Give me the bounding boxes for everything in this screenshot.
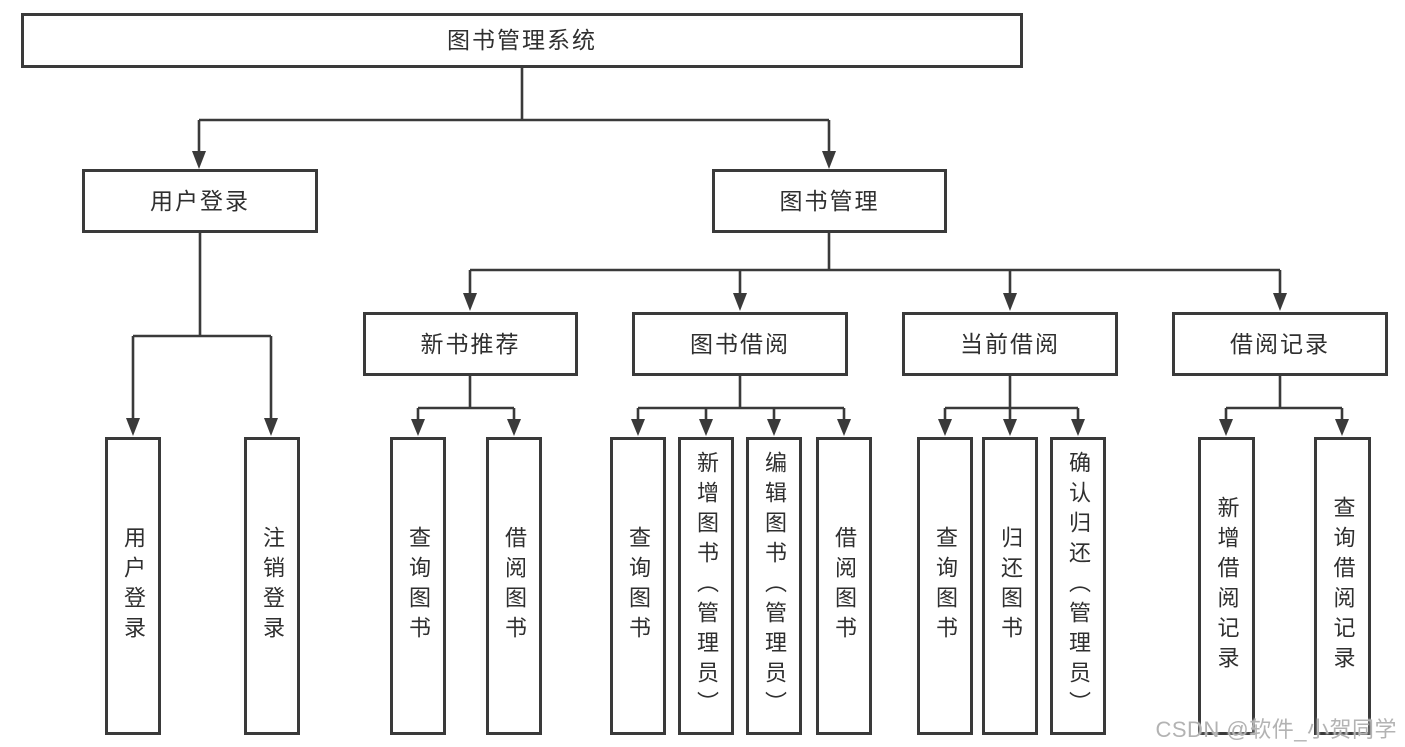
leaf-label: 编辑图书（管理员）	[762, 451, 787, 721]
leaf-label: 查询图书	[626, 526, 651, 646]
leaf-query-books-recommend: 查询图书	[390, 437, 446, 735]
node-label: 图书管理系统	[447, 27, 597, 53]
csdn-watermark: CSDN @软件_小贺同学	[1155, 717, 1397, 742]
leaf-add-books-admin: 新增图书（管理员）	[678, 437, 734, 735]
leaf-query-books-borrowing: 查询图书	[610, 437, 666, 735]
connector-root-to-level2	[192, 68, 836, 169]
node-label: 新书推荐	[420, 330, 521, 357]
leaf-label: 用户登录	[121, 526, 146, 646]
connector-current-borrow-to-leaves	[938, 376, 1085, 436]
connector-new-book-rec-to-leaves	[411, 376, 521, 436]
leaf-label: 注销登录	[260, 526, 285, 646]
node-label: 当前借阅	[960, 330, 1060, 357]
leaf-label: 归还图书	[998, 526, 1023, 646]
leaf-user-login: 用户登录	[105, 437, 161, 735]
leaf-query-books-current: 查询图书	[917, 437, 973, 735]
leaf-borrow-books-recommend: 借阅图书	[486, 437, 542, 735]
connector-borrow-records-to-leaves	[1219, 376, 1349, 436]
node-book-borrowing: 图书借阅	[632, 312, 848, 376]
leaf-label: 查询借阅记录	[1330, 496, 1356, 676]
node-book-management: 图书管理	[712, 169, 947, 233]
node-user-login: 用户登录	[82, 169, 318, 233]
node-label: 借阅记录	[1230, 330, 1330, 357]
leaf-label: 借阅图书	[832, 526, 857, 646]
connector-user-login-to-leaves	[126, 233, 278, 436]
node-label: 图书借阅	[690, 330, 790, 357]
leaf-label: 新增借阅记录	[1214, 496, 1240, 676]
node-label: 用户登录	[150, 187, 250, 214]
node-new-book-recommendation: 新书推荐	[363, 312, 578, 376]
leaf-edit-books-admin: 编辑图书（管理员）	[746, 437, 802, 735]
leaf-return-books: 归还图书	[982, 437, 1038, 735]
node-borrowing-records: 借阅记录	[1172, 312, 1388, 376]
leaf-label: 查询图书	[406, 526, 431, 646]
leaf-borrow-books: 借阅图书	[816, 437, 872, 735]
leaf-query-borrow-record: 查询借阅记录	[1314, 437, 1371, 735]
node-library-management-system: 图书管理系统	[21, 13, 1023, 68]
connector-book-mgmt-to-level3	[463, 233, 1287, 311]
connector-book-borrow-to-leaves	[631, 376, 851, 436]
node-current-borrowing: 当前借阅	[902, 312, 1118, 376]
leaf-add-borrow-record: 新增借阅记录	[1198, 437, 1255, 735]
leaf-logout: 注销登录	[244, 437, 300, 735]
leaf-label: 借阅图书	[502, 526, 527, 646]
leaf-label: 查询图书	[933, 526, 958, 646]
leaf-label: 新增图书（管理员）	[694, 451, 719, 721]
node-label: 图书管理	[779, 187, 880, 214]
leaf-confirm-return-admin: 确认归还（管理员）	[1050, 437, 1106, 735]
leaf-label: 确认归还（管理员）	[1066, 451, 1091, 721]
